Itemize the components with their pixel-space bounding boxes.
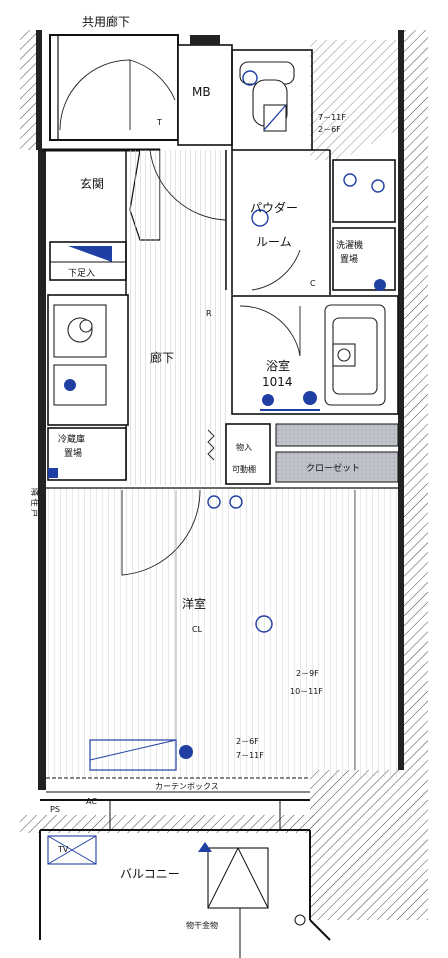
mark-cl: CL: [192, 625, 203, 634]
label-drying-hardware: 物干金物: [186, 920, 218, 930]
label-balcony: バルコニー: [120, 867, 180, 881]
label-laundry-1: 洗濯機: [336, 239, 363, 251]
label-curtain-box: カーテンボックス: [155, 782, 219, 791]
storage-closet: [207, 423, 399, 485]
mark-ac: AC: [86, 797, 97, 806]
label-storage-2: 可動棚: [232, 464, 256, 474]
label-powder-room-2: ルーム: [256, 235, 292, 249]
balcony: [47, 800, 306, 958]
label-ps: PS: [50, 805, 60, 814]
western-room: [46, 487, 398, 793]
powder-room: [231, 49, 396, 295]
label-mb: MB: [192, 85, 211, 99]
note-toilet-ceiling-1: 7－11F: [318, 113, 346, 122]
label-entrance: 玄関: [80, 176, 104, 191]
note-toilet-ceiling-2: 2－6F: [318, 125, 341, 134]
mark-r: R: [206, 309, 212, 318]
labels: 共用廊下 玄関 下足入 廊下 MB パウダー ルーム 洗濯機 置場 浴室 101…: [30, 14, 363, 930]
label-shoe-box: 下足入: [68, 268, 95, 279]
label-laundry-2: 置場: [340, 253, 358, 265]
mark-c: C: [310, 279, 316, 288]
outer-walls: [36, 30, 404, 941]
label-common-corridor: 共用廊下: [82, 14, 130, 29]
mark-tv: TV: [57, 845, 69, 854]
bathroom: [231, 295, 399, 415]
label-western-room: 洋室: [182, 596, 206, 611]
note-room-floors-1: 2－9F: [296, 669, 319, 678]
note-window-floors-2: 7－11F: [236, 751, 264, 760]
label-bath-size: 1014: [262, 375, 293, 389]
label-powder-room-1: パウダー: [250, 200, 298, 215]
label-fridge-2: 置場: [64, 447, 82, 459]
shoe-box: [49, 241, 127, 281]
note-window-floors-1: 2－6F: [236, 737, 259, 746]
note-room-floors-2: 10－11F: [290, 687, 323, 696]
label-storage-1: 物入: [236, 442, 252, 452]
label-bathroom: 浴室: [266, 358, 290, 373]
label-fridge-1: 冷蔵庫: [58, 433, 85, 445]
label-closet: クローゼット: [306, 462, 360, 474]
left-fixtures: [47, 294, 129, 481]
note-side-text: 隣 住 戸: [30, 488, 40, 517]
mark-t: T: [156, 118, 162, 127]
label-hallway: 廊下: [150, 350, 174, 365]
